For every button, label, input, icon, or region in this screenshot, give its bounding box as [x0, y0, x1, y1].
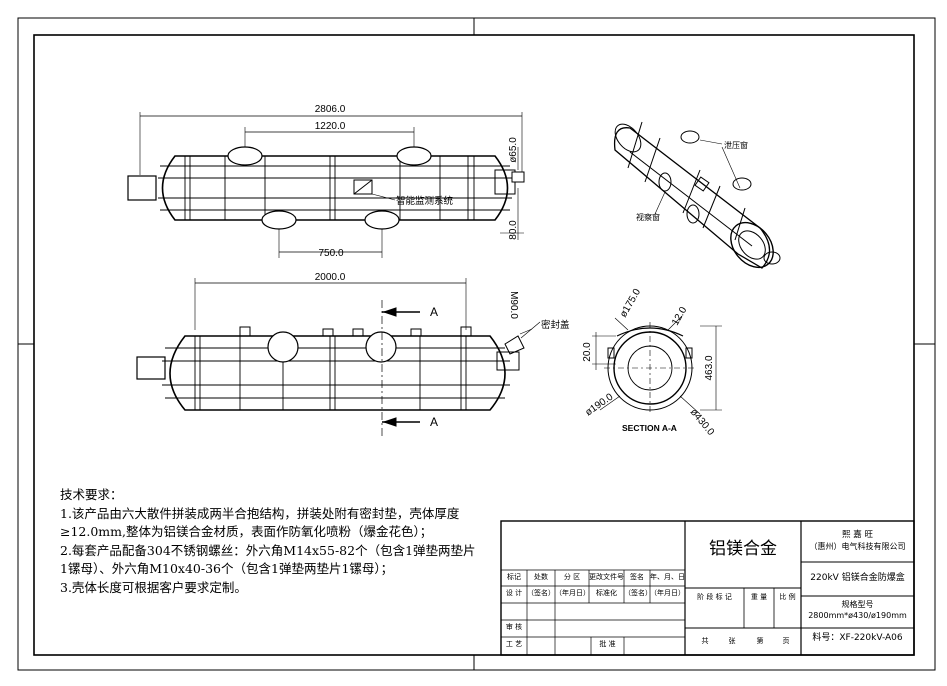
tb-r2c2: （签名） — [527, 589, 555, 597]
dim-top-overall: 2806.0 — [315, 104, 346, 115]
tb-sheets-total: 共 — [701, 637, 709, 645]
tb-r1c1: 标记 — [507, 573, 521, 581]
tb-weight: 重 量 — [750, 593, 768, 601]
dim-section-d175: ø175.0 — [618, 287, 643, 320]
tb-r1c6: 年、月、日 — [650, 573, 685, 581]
dim-section-463: 463.0 — [704, 355, 715, 380]
note-item-1: 1.该产品由六大散件拼装成两半合抱结构，拼装处附有密封垫，壳体厚度≥12.0mm… — [60, 505, 460, 540]
dim-top-bottom: 750.0 — [318, 248, 343, 259]
tb-r2c6: （年月日） — [650, 589, 685, 597]
top-view — [127, 112, 525, 258]
tb-r2c1: 设 计 — [505, 589, 523, 597]
notes-title: 技术要求： — [60, 487, 123, 502]
section-view — [592, 315, 722, 415]
tb-r2c5: （签名） — [624, 589, 652, 597]
dim-top-span: 1220.0 — [315, 121, 346, 132]
tb-approve: 批 准 — [599, 640, 616, 648]
tb-page: 页 — [782, 637, 790, 645]
note-item-2: 2.每套产品配备304不锈钢螺丝：外六角M14x55-82个（包含1弹垫两垫片1… — [60, 542, 476, 577]
frame-ticks — [18, 18, 935, 670]
tb-r1c2: 处数 — [534, 573, 548, 581]
section-mark-bottom: A — [430, 415, 438, 429]
part-number: 料号：XF-220kV-A06 — [812, 633, 903, 643]
section-title: SECTION A-A — [622, 423, 677, 433]
label-relief-window: 泄压窗 — [724, 140, 748, 150]
company-name: 熙 嘉 旺 — [842, 530, 873, 540]
dim-section-thick: 12.0 — [670, 305, 689, 328]
note-item-3: 3.壳体长度可根据客户要求定制。 — [60, 579, 247, 595]
label-seal-cover: 密封盖 — [541, 319, 570, 331]
title-block-grid — [500, 520, 915, 656]
dim-end-diameter: ø65.0 — [508, 137, 519, 163]
tb-r1c4: 更改文件号 — [589, 573, 624, 581]
tb-scale: 比 例 — [779, 593, 796, 601]
dim-section-d430: ø430.0 — [688, 407, 717, 438]
tb-r2c4: 标准化 — [596, 589, 617, 597]
label-view-window: 视察窗 — [636, 212, 660, 222]
iso-view — [613, 121, 781, 269]
tb-r2c3: （年月日） — [555, 589, 590, 597]
company-fullname: （惠州）电气科技有限公司 — [809, 542, 906, 551]
material-label: 铝镁合金 — [709, 539, 777, 559]
technical-notes: 技术要求： 1.该产品由六大散件拼装成两半合抱结构，拼装处附有密封垫，壳体厚度≥… — [60, 486, 480, 597]
product-name: 220kV 铝镁合金防爆盒 — [810, 573, 905, 583]
dim-section-20: 20.0 — [582, 342, 593, 362]
tb-sheets-unit: 张 — [728, 637, 736, 645]
tb-review: 审 核 — [505, 623, 523, 631]
dim-section-d190: ø190.0 — [583, 391, 615, 418]
dim-end-length: 80.0 — [508, 220, 519, 240]
section-mark-top: A — [430, 305, 438, 319]
tb-r1c5: 签名 — [630, 573, 644, 581]
spec-label: 规格型号 — [841, 600, 874, 609]
tb-r1c3: 分 区 — [563, 573, 581, 581]
dim-nozzle: M90.0 — [508, 291, 519, 319]
tb-craft: 工 艺 — [505, 640, 523, 648]
label-monitor-system: 智能监测系统 — [396, 195, 454, 207]
tb-stage-mark: 阶 段 标 记 — [697, 593, 732, 601]
tb-sheet-no: 第 — [756, 637, 764, 645]
dim-front-length: 2000.0 — [315, 272, 346, 283]
front-view — [136, 278, 541, 438]
spec-value: 2800mm*ø430/ø190mm — [808, 611, 907, 620]
